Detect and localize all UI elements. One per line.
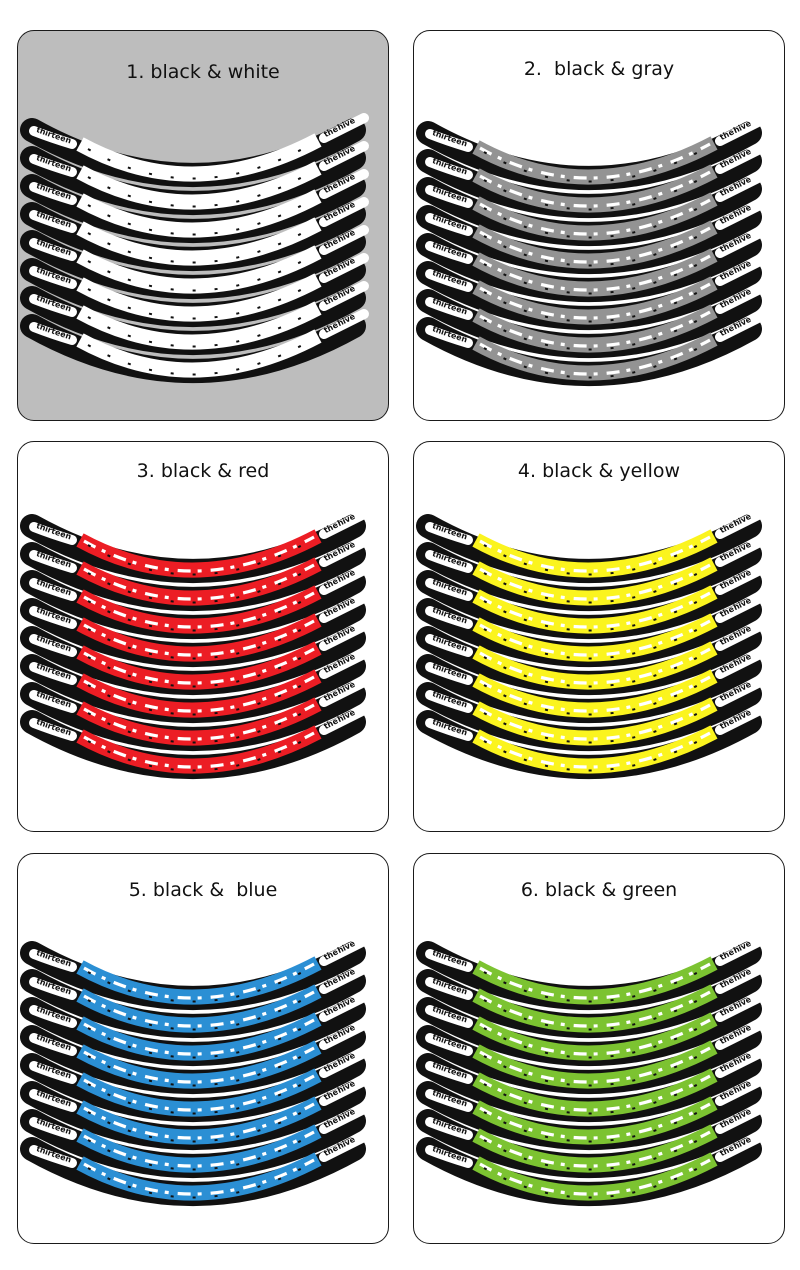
decal-set-illustration: thirteenthehivethirteenthehivethirteenth… (20, 936, 369, 1206)
panel-title: 2. black & gray (523, 58, 675, 80)
panel-title: 6. black & green (520, 879, 678, 901)
decal-set-illustration: thirteenthehivethirteenthehivethirteenth… (20, 113, 369, 383)
decal-set-illustration: thirteenthehivethirteenthehivethirteenth… (20, 509, 369, 779)
decal-set-illustration: thirteenthehivethirteenthehivethirteenth… (416, 936, 765, 1206)
panel-title: 1. black & white (126, 61, 280, 83)
panel-title: 5. black & blue (128, 879, 278, 901)
panel-title: 4. black & yellow (517, 460, 681, 482)
panel-title: 3. black & red (136, 460, 270, 482)
decal-set-illustration: thirteenthehivethirteenthehivethirteenth… (416, 509, 765, 779)
decal-set-illustration: thirteenthehivethirteenthehivethirteenth… (416, 116, 765, 386)
